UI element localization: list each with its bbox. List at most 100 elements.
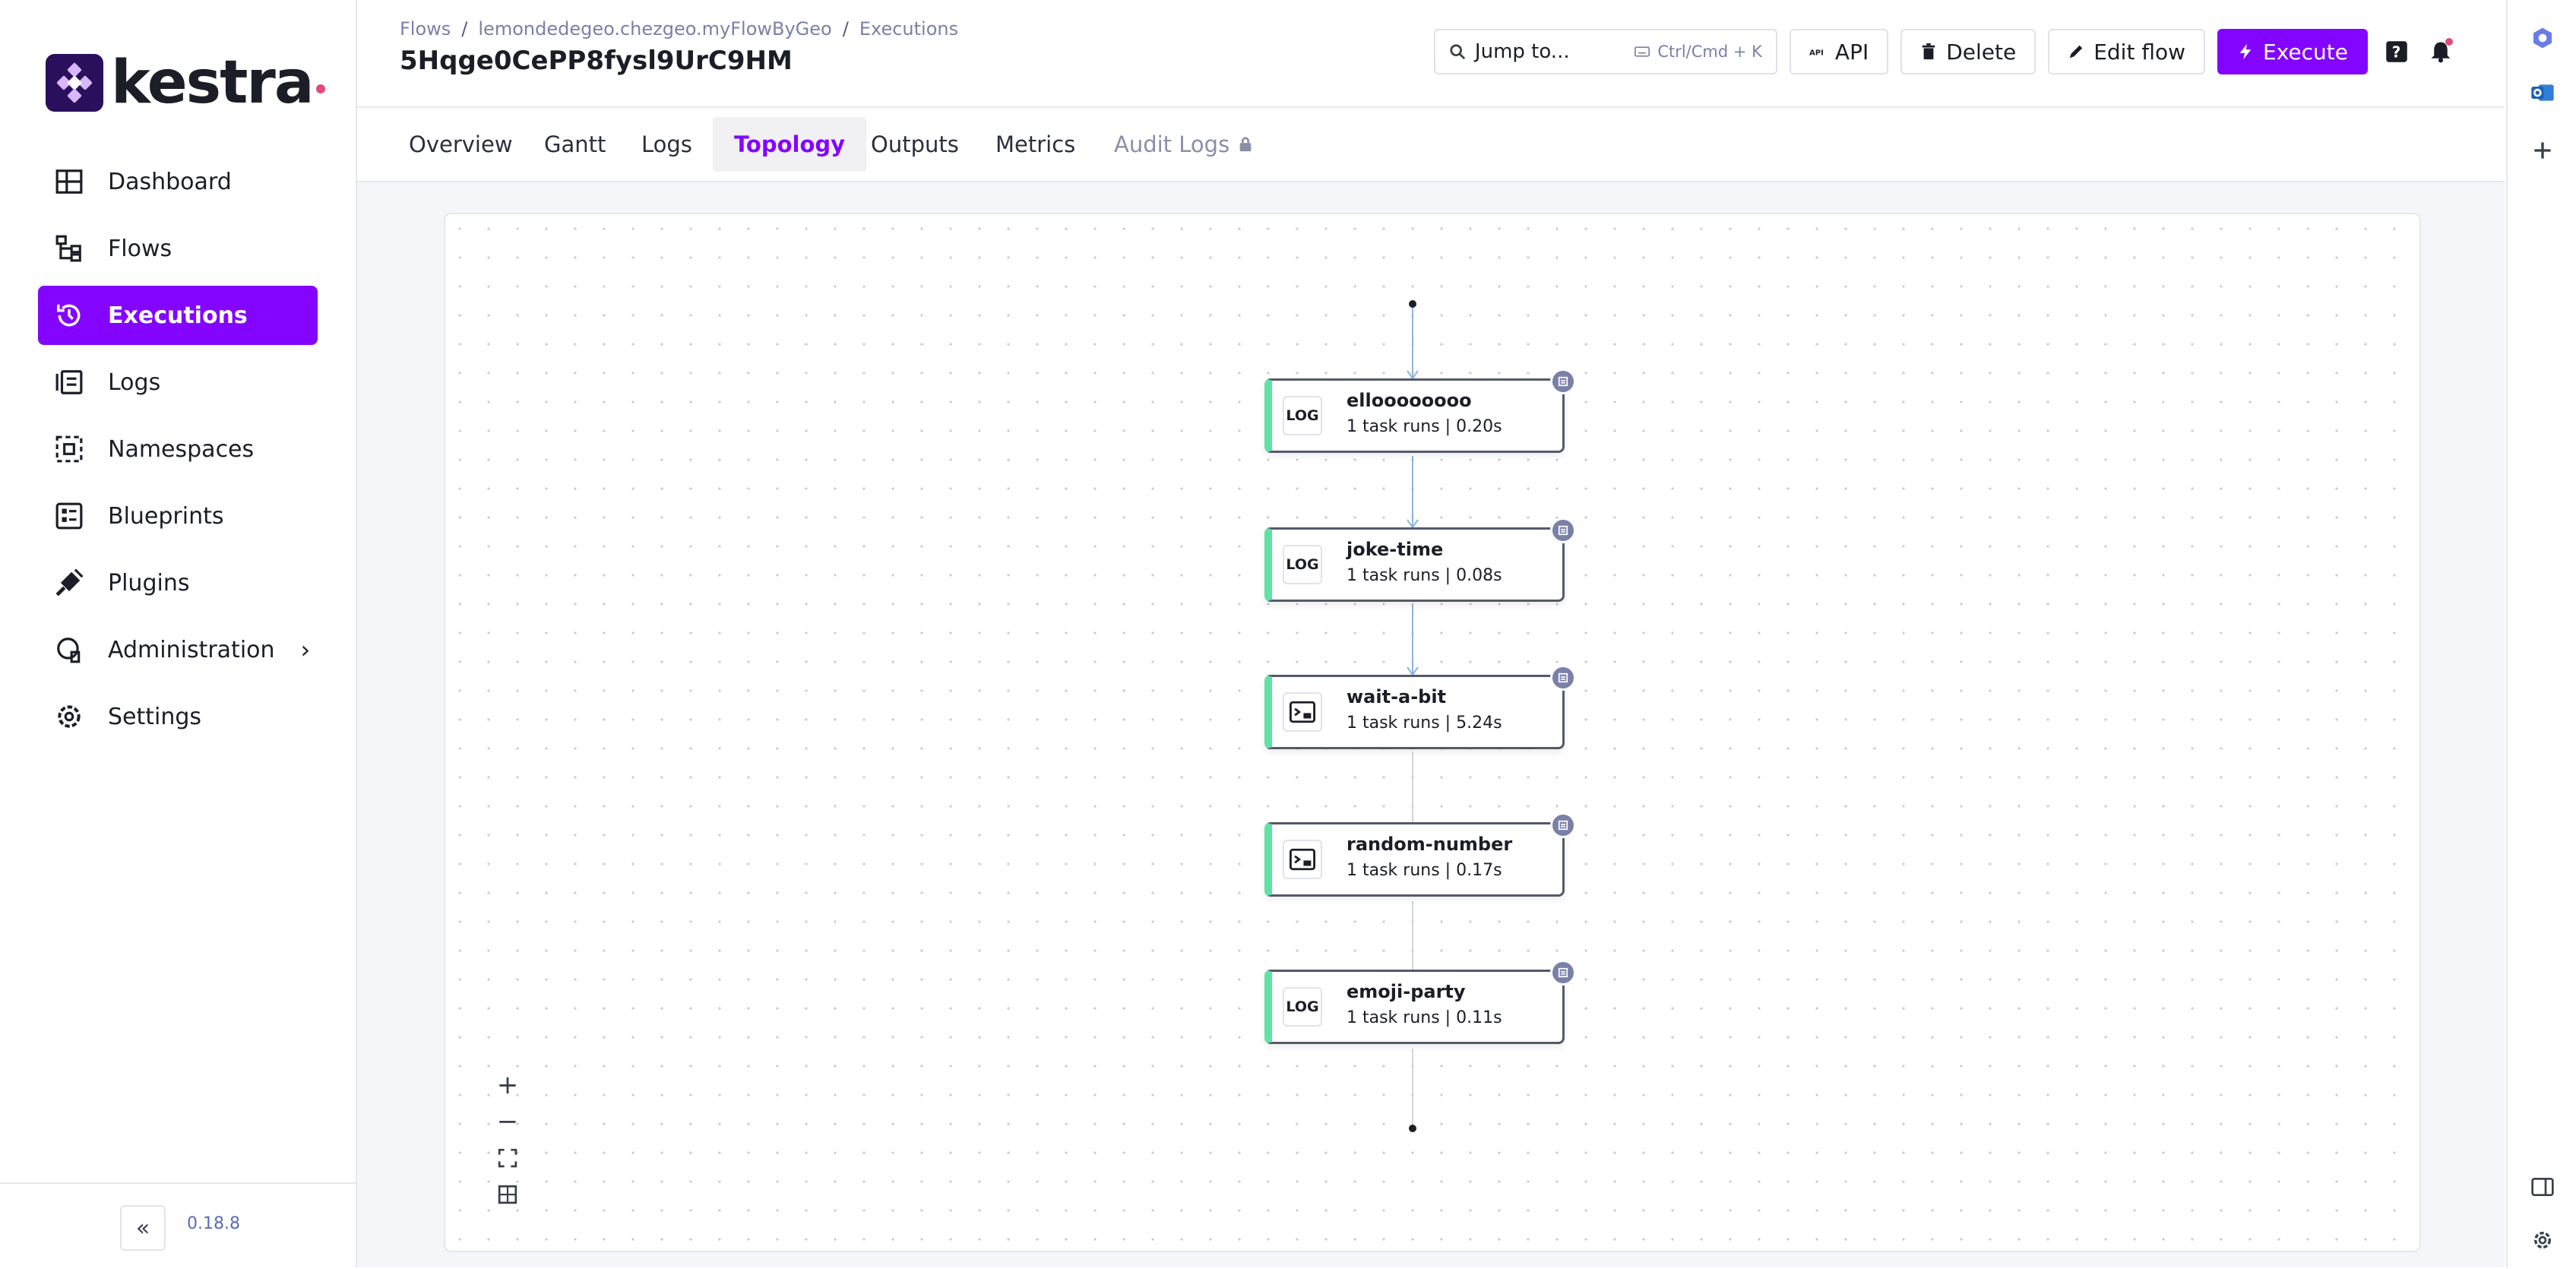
fit-view-button[interactable] <box>488 1140 527 1176</box>
bell-icon <box>2431 42 2451 63</box>
rail-settings-button[interactable] <box>2529 1226 2556 1254</box>
breadcrumb-flow[interactable]: lemondedegeo.chezgeo.myFlowByGeo <box>478 18 832 40</box>
add-button[interactable] <box>2529 137 2556 164</box>
task-node-stats: 1 task runs | 0.20s <box>1347 417 1502 436</box>
sidebar-item-label: Dashboard <box>108 168 232 195</box>
logo-dot <box>315 84 325 93</box>
lock-icon <box>1239 137 1252 152</box>
panel-icon <box>2531 1178 2554 1196</box>
task-node[interactable]: wait-a-bit 1 task runs | 5.24s <box>1264 665 1576 749</box>
zoom-in-button[interactable]: + <box>496 1070 519 1100</box>
task-node-details-icon[interactable] <box>1550 665 1576 691</box>
sidebar-item-label: Logs <box>108 369 161 396</box>
task-node-stats: 1 task runs | 0.11s <box>1347 1008 1502 1027</box>
task-node[interactable]: LOG emoji-party 1 task runs | 0.11s <box>1264 960 1576 1044</box>
zoom-out-button[interactable]: − <box>496 1106 519 1137</box>
task-node-title: emoji-party <box>1347 981 1466 1002</box>
help-icon: ? <box>2386 41 2407 62</box>
sidebar-item-plugins[interactable]: Plugins <box>38 553 318 612</box>
task-node-title: joke-time <box>1347 539 1444 560</box>
edit-flow-button[interactable]: Edit flow <box>2048 29 2206 74</box>
sidebar-item-label: Administration <box>108 636 275 663</box>
header-toolbar: Jump to... Ctrl/Cmd + K API API Delete E… <box>1433 29 2456 74</box>
minimap-button[interactable] <box>488 1176 527 1213</box>
shield-icon <box>53 634 85 666</box>
sidebar-footer: « 0.18.8 <box>0 1182 356 1269</box>
delete-button[interactable]: Delete <box>1900 29 2036 74</box>
task-node[interactable]: random-number 1 task runs | 0.17s <box>1264 812 1576 897</box>
notifications-button[interactable] <box>2426 36 2456 67</box>
sidebar-item-settings[interactable]: Settings <box>38 687 318 746</box>
kestra-logo[interactable]: kestra <box>46 53 325 112</box>
task-node-stats: 1 task runs | 0.08s <box>1347 566 1502 585</box>
task-node-details-icon[interactable] <box>1550 812 1576 838</box>
outlook-button[interactable] <box>2529 79 2556 106</box>
copilot-icon <box>2533 27 2552 49</box>
keyboard-icon <box>1635 46 1650 57</box>
search-icon <box>1450 44 1466 60</box>
sidebar-item-flows[interactable]: Flows <box>38 219 318 278</box>
right-rail <box>2506 0 2576 1267</box>
copilot-button[interactable] <box>2529 24 2556 52</box>
blueprints-icon <box>53 500 85 532</box>
execution-tabs: Overview Gantt Logs Topology Outputs Met… <box>357 108 2505 182</box>
kestra-logo-mark <box>46 54 103 112</box>
task-node-details-icon[interactable] <box>1550 369 1576 394</box>
plug-icon <box>53 567 85 599</box>
api-icon: API <box>1809 49 1824 58</box>
version-label: 0.18.8 <box>187 1214 240 1233</box>
tab-gantt[interactable]: Gantt <box>544 131 606 157</box>
sidebar-item-administration[interactable]: Administration › <box>38 620 318 679</box>
grid-icon <box>498 1185 517 1204</box>
page-header: Flows/lemondedegeo.chezgeo.myFlowByGeo/E… <box>357 0 2505 108</box>
sidebar-item-namespaces[interactable]: Namespaces <box>38 419 318 479</box>
fullscreen-icon <box>498 1148 517 1168</box>
script-task-icon <box>1283 840 1322 879</box>
lightning-icon <box>2239 43 2252 60</box>
task-node-stats: 1 task runs | 0.17s <box>1347 861 1502 880</box>
sidebar-item-label: Plugins <box>108 569 190 597</box>
history-icon <box>53 299 85 331</box>
collapse-sidebar-button[interactable]: « <box>120 1205 166 1251</box>
sidebar-item-dashboard[interactable]: Dashboard <box>38 152 318 211</box>
tab-topology[interactable]: Topology <box>713 117 867 172</box>
pencil-icon <box>2069 45 2083 59</box>
breadcrumb: Flows/lemondedegeo.chezgeo.myFlowByGeo/E… <box>400 18 959 40</box>
side-panel-button[interactable] <box>2529 1173 2556 1201</box>
task-node-details-icon[interactable] <box>1550 517 1576 543</box>
tab-outputs[interactable]: Outputs <box>871 131 959 157</box>
sidebar-item-logs[interactable]: Logs <box>38 353 318 412</box>
flows-icon <box>53 233 85 264</box>
task-node-title: random-number <box>1347 834 1513 855</box>
log-task-icon: LOG <box>1283 396 1322 435</box>
task-node-stats: 1 task runs | 5.24s <box>1347 714 1502 733</box>
tab-logs[interactable]: Logs <box>641 131 692 157</box>
task-node-title: wait-a-bit <box>1347 686 1447 707</box>
execute-button[interactable]: Execute <box>2217 29 2368 74</box>
sidebar-item-label: Executions <box>108 302 248 329</box>
task-node-details-icon[interactable] <box>1550 960 1576 986</box>
tab-overview[interactable]: Overview <box>409 131 513 157</box>
tab-audit-logs[interactable]: Audit Logs <box>1093 117 1275 172</box>
jump-to-button[interactable]: Jump to... Ctrl/Cmd + K <box>1433 29 1777 74</box>
sidebar-item-blueprints[interactable]: Blueprints <box>38 486 318 546</box>
help-button[interactable]: ? <box>2381 36 2412 67</box>
chevron-right-icon: › <box>300 635 311 664</box>
sidebar-item-label: Flows <box>108 235 172 262</box>
breadcrumb-executions[interactable]: Executions <box>859 18 959 40</box>
start-node <box>1409 300 1416 308</box>
logo-text: kestra <box>111 49 314 117</box>
tab-metrics[interactable]: Metrics <box>995 131 1076 157</box>
dashboard-icon <box>53 166 85 198</box>
breadcrumb-flows[interactable]: Flows <box>400 18 451 40</box>
jump-shortcut: Ctrl/Cmd + K <box>1657 43 1762 61</box>
log-task-icon: LOG <box>1283 987 1322 1027</box>
api-button[interactable]: API API <box>1789 29 1889 74</box>
script-task-icon <box>1283 692 1322 732</box>
sidebar-item-executions[interactable]: Executions <box>38 286 318 345</box>
